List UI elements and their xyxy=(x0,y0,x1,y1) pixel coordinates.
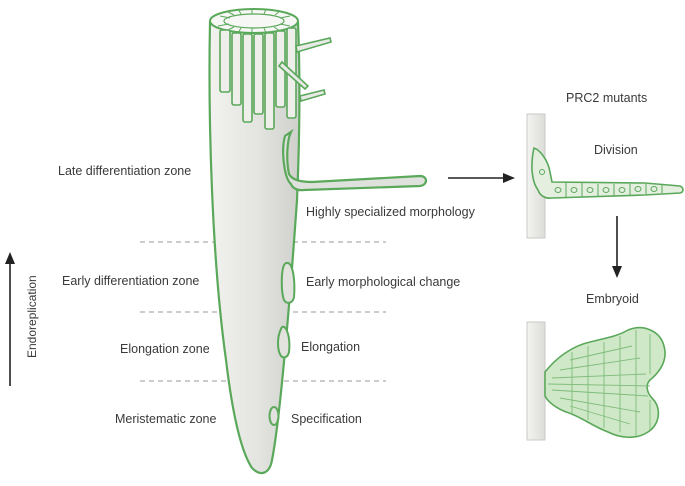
top-root-hairs xyxy=(277,37,332,103)
embryoid-stem xyxy=(526,321,546,441)
root-inner-ring xyxy=(223,13,285,29)
endoreplication-label: Endoreplication xyxy=(25,275,39,358)
prc2-mutants-title: PRC2 mutants xyxy=(566,91,648,105)
division-cells xyxy=(539,169,663,197)
epidermal-cells xyxy=(219,27,297,130)
division-illustration xyxy=(526,113,684,239)
early-change-cell xyxy=(280,261,296,304)
elongation-zone-label: Elongation zone xyxy=(120,342,210,356)
embryoid-illustration xyxy=(526,321,666,441)
meristematic-zone-label: Meristematic zone xyxy=(115,412,217,426)
embryoid-cells xyxy=(547,330,651,436)
arrow-to-mutants xyxy=(448,173,515,183)
root-cross-section xyxy=(209,8,299,34)
root-body xyxy=(208,20,301,475)
elongation-stage-label: Elongation xyxy=(301,340,361,354)
specialized-root-hair xyxy=(282,128,428,192)
zone-separators xyxy=(140,241,386,382)
late-differentiation-zone-label: Late differentiation zone xyxy=(58,164,192,178)
dividing-root-hair xyxy=(531,146,684,199)
elongation-cell xyxy=(277,325,291,359)
arrow-division-to-embryoid xyxy=(612,216,622,278)
embryoid-label: Embryoid xyxy=(586,292,639,306)
division-label: Division xyxy=(594,143,638,157)
root-illustration xyxy=(208,8,428,475)
highly-specialized-morphology-label: Highly specialized morphology xyxy=(306,205,475,219)
early-differentiation-zone-label: Early differentiation zone xyxy=(62,274,200,288)
embryoid-body xyxy=(544,326,666,439)
specification-stage-label: Specification xyxy=(291,412,362,426)
early-morphological-change-label: Early morphological change xyxy=(306,275,461,289)
specification-cell xyxy=(268,406,280,426)
endoreplication-arrow xyxy=(5,252,15,386)
